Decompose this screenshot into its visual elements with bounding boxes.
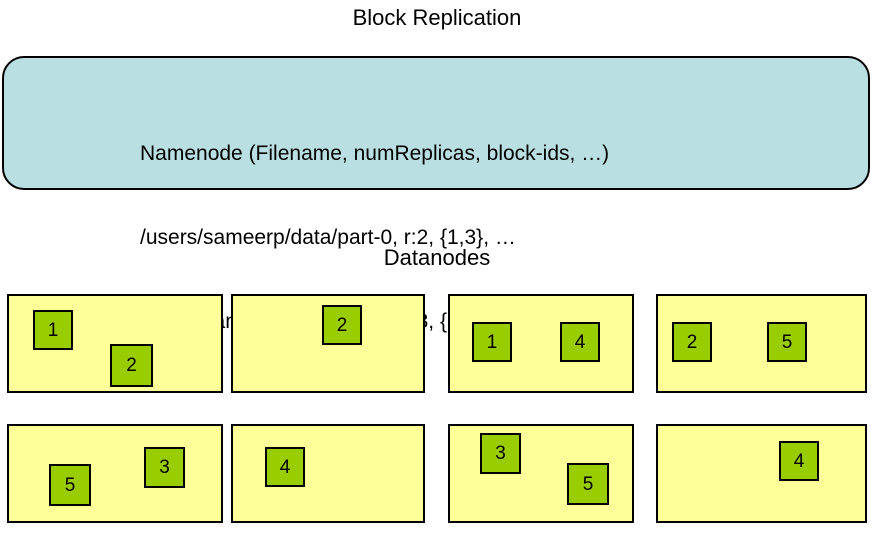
block-square: 3 xyxy=(144,447,185,488)
page-title: Block Replication xyxy=(352,5,522,30)
block-square: 1 xyxy=(472,322,512,362)
block-square: 3 xyxy=(480,433,521,474)
block-square: 5 xyxy=(767,322,807,362)
datanodes-label: Datanodes xyxy=(383,245,491,270)
datanode-box xyxy=(656,424,867,523)
namenode-box: Namenode (Filename, numReplicas, block-i… xyxy=(2,56,870,333)
block-square: 2 xyxy=(672,322,712,362)
block-square: 4 xyxy=(779,441,819,481)
block-square: 1 xyxy=(33,310,73,350)
namenode-line-part-0: /users/sameerp/data/part-0, r:2, {1,3}, … xyxy=(140,226,516,249)
datanode-box xyxy=(231,424,425,523)
block-square: 4 xyxy=(265,447,305,487)
namenode-line-schema: Namenode (Filename, numReplicas, block-i… xyxy=(140,142,610,165)
block-square: 5 xyxy=(49,464,91,506)
block-square: 4 xyxy=(560,322,600,362)
block-square: 5 xyxy=(567,463,609,505)
block-square: 2 xyxy=(110,344,153,387)
datanode-box xyxy=(7,424,223,523)
block-square: 2 xyxy=(322,305,362,345)
